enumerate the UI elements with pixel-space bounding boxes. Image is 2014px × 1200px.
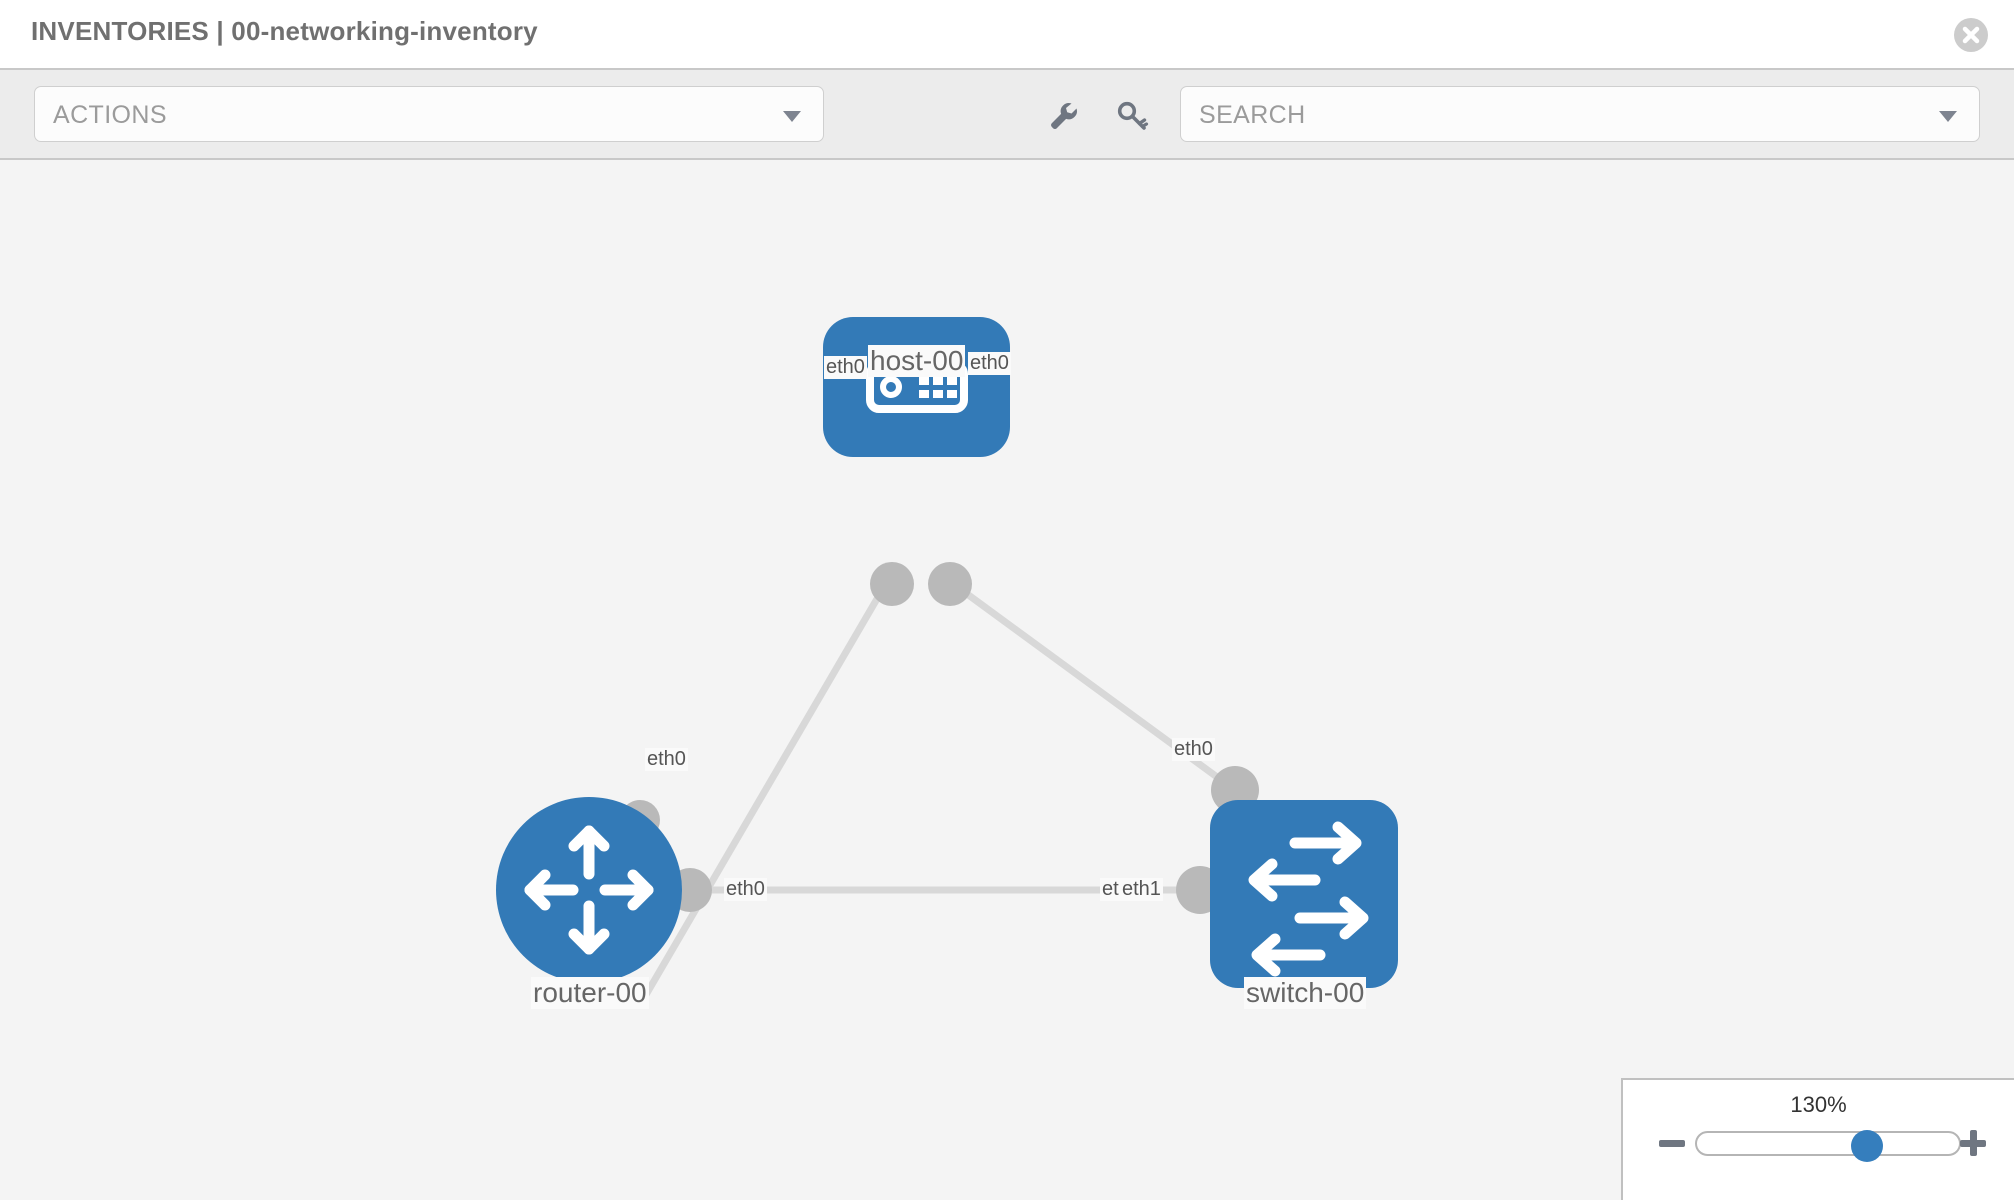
switch-arrows-icon — [1248, 821, 1369, 977]
iface-label-router-upper: eth0 — [645, 748, 688, 771]
wrench-icon[interactable] — [1046, 98, 1082, 134]
search-placeholder: SEARCH — [1199, 101, 1306, 129]
wrench-glyph — [1051, 103, 1077, 129]
zoom-control-panel: 130% — [1621, 1078, 2014, 1200]
node-router-00[interactable] — [496, 797, 682, 983]
iface-label-host-left: eth0 — [824, 356, 867, 379]
node-host-00[interactable] — [823, 317, 1010, 457]
page-title: INVENTORIES | 00-networking-inventory — [31, 16, 538, 46]
zoom-out-button[interactable] — [1659, 1140, 1685, 1147]
chevron-down-icon — [783, 111, 801, 122]
actions-dropdown-label: ACTIONS — [53, 101, 167, 129]
zoom-slider-thumb[interactable] — [1851, 1130, 1883, 1162]
zoom-percent-label: 130% — [1790, 1092, 1847, 1117]
actions-dropdown[interactable]: ACTIONS — [34, 86, 824, 142]
key-icon[interactable] — [1114, 98, 1150, 134]
iface-label-switch-upper: eth0 — [1172, 738, 1215, 761]
zoom-in-button[interactable] — [1960, 1130, 1986, 1156]
close-icon[interactable] — [1954, 18, 1988, 52]
key-glyph — [1117, 101, 1149, 130]
toolbar: ACTIONS SEARCH — [0, 68, 2014, 160]
node-switch-00[interactable] — [1210, 800, 1398, 988]
chevron-down-icon[interactable] — [1939, 111, 1957, 122]
zoom-slider-track[interactable] — [1695, 1131, 1961, 1156]
node-label-router-00: router-00 — [531, 977, 649, 1010]
iface-label-router-right: eth0 — [724, 878, 767, 901]
connector-host-left[interactable] — [870, 562, 914, 606]
iface-label-host-right: eth0 — [968, 352, 1011, 375]
page-header: INVENTORIES | 00-networking-inventory — [0, 0, 2014, 68]
topology-graph — [496, 317, 1398, 1007]
iface-label-switch-left-b: eth1 — [1120, 878, 1163, 901]
node-label-host-00: host-00 — [868, 345, 966, 378]
edge-host-router[interactable] — [636, 578, 892, 1007]
connector-host-right[interactable] — [928, 562, 972, 606]
router-arrows-icon — [524, 825, 654, 955]
search-input[interactable]: SEARCH — [1180, 86, 1980, 142]
topology-canvas[interactable]: host-00 router-00 switch-00 eth0 eth0 et… — [0, 160, 2014, 1200]
close-glyph — [1962, 26, 1980, 44]
node-label-switch-00: switch-00 — [1244, 977, 1367, 1010]
